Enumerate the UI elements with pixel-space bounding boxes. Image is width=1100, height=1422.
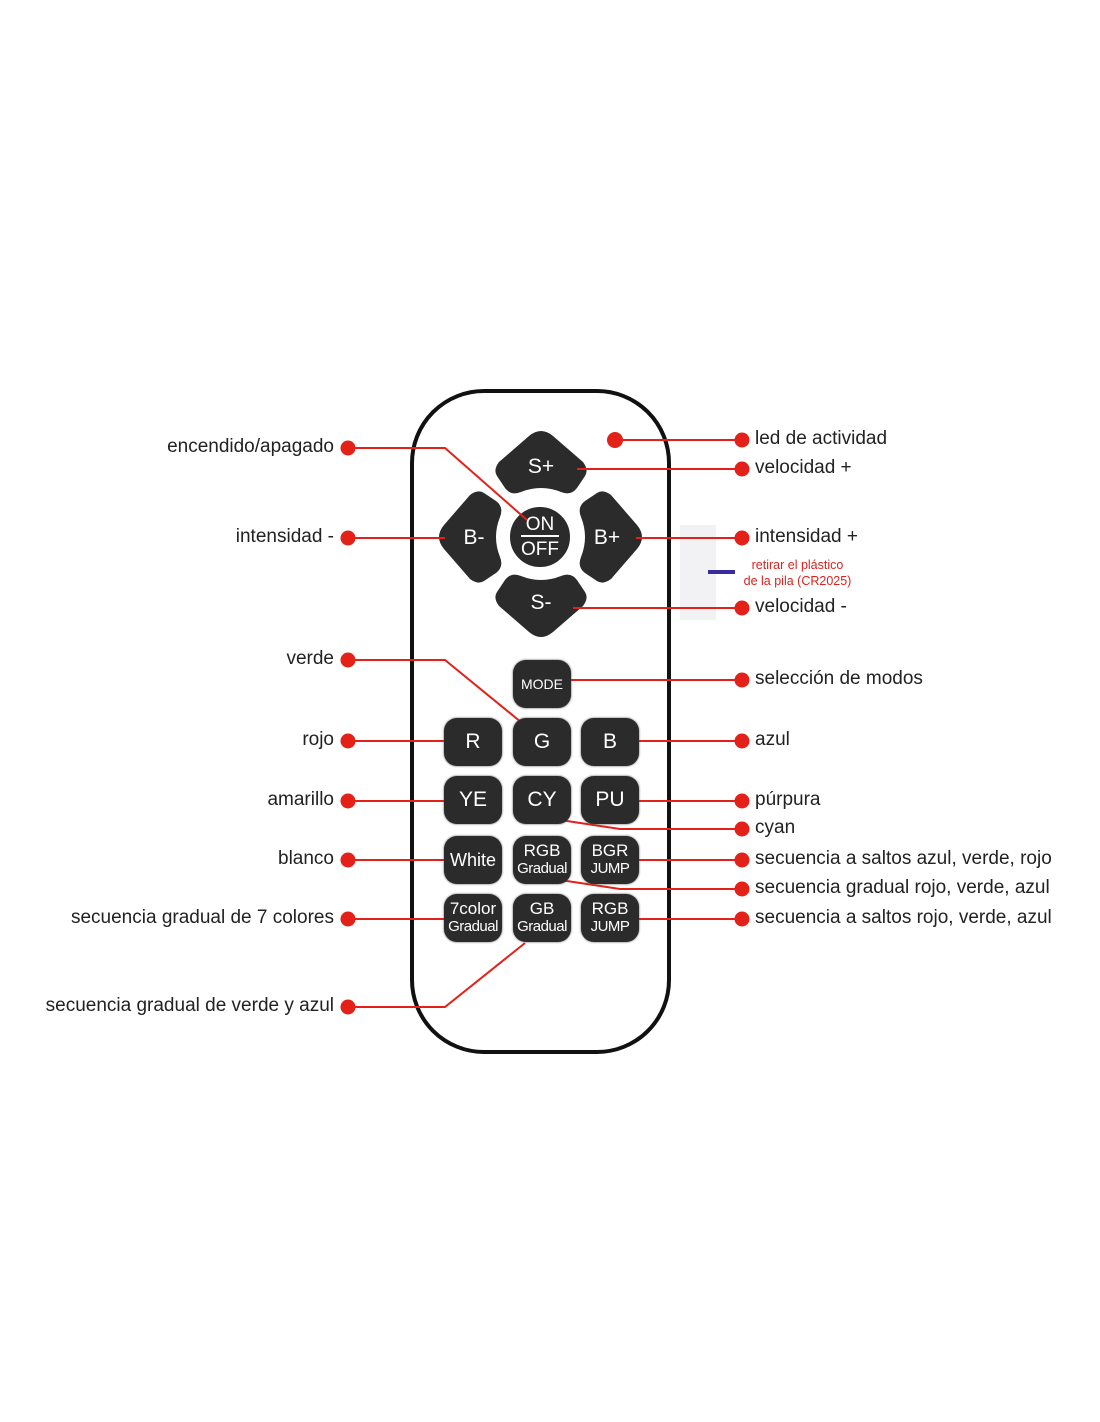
button-label: White bbox=[449, 850, 496, 870]
white-button[interactable]: White bbox=[444, 836, 502, 884]
callout-label-right: secuencia a saltos rojo, verde, azul bbox=[755, 907, 1052, 928]
mode-button[interactable]: MODE bbox=[513, 660, 571, 708]
callout-label-right: led de actividad bbox=[755, 428, 888, 449]
button-label: GB bbox=[529, 899, 555, 918]
s-minus-button[interactable] bbox=[495, 574, 587, 637]
b-minus-button-label: B- bbox=[464, 526, 485, 549]
button-label: R bbox=[465, 730, 481, 753]
button-label: G bbox=[533, 730, 551, 753]
callout-label-left: encendido/apagado bbox=[167, 436, 334, 457]
callout-label-right: selección de modos bbox=[755, 668, 923, 689]
button-label: YE bbox=[458, 788, 487, 811]
callout-label-left: secuencia gradual de verde y azul bbox=[45, 995, 334, 1016]
leader-line bbox=[348, 447, 528, 521]
button-label: JUMP bbox=[590, 918, 630, 935]
r-button[interactable]: R bbox=[444, 718, 502, 766]
battery-note-line1: retirar el plástico bbox=[751, 558, 844, 572]
callout-label-left: blanco bbox=[278, 848, 334, 869]
callout-label-right: velocidad + bbox=[755, 457, 852, 478]
callout-label-left: intensidad - bbox=[235, 526, 334, 547]
cy-button[interactable]: CY bbox=[513, 776, 571, 824]
button-label: Gradual bbox=[517, 918, 567, 935]
g-button[interactable]: G bbox=[513, 718, 571, 766]
battery-note-line2: de la pila (CR2025) bbox=[743, 574, 852, 588]
callout-dot bbox=[734, 733, 750, 749]
b-plus-button[interactable] bbox=[579, 491, 642, 583]
button-label: Gradual bbox=[448, 918, 498, 935]
callout-dot bbox=[340, 652, 356, 668]
on-off-on-text: ON bbox=[526, 514, 555, 535]
callout-label-right: azul bbox=[755, 729, 790, 750]
leader-line bbox=[348, 659, 528, 728]
callout-dot bbox=[734, 461, 750, 477]
callout-dot bbox=[734, 852, 750, 868]
b-plus-button-label: B+ bbox=[594, 526, 620, 549]
leader-line bbox=[546, 877, 742, 890]
callout-dot bbox=[734, 793, 750, 809]
callout-dot bbox=[340, 911, 356, 927]
callout-label-left: secuencia gradual de 7 colores bbox=[70, 907, 334, 928]
callout-dot bbox=[734, 672, 750, 688]
button-label: JUMP bbox=[590, 860, 630, 877]
callout-dot bbox=[340, 793, 356, 809]
s-minus-button-label: S- bbox=[531, 591, 552, 614]
callout-dot bbox=[340, 999, 356, 1015]
button-label: BGR bbox=[591, 841, 629, 860]
callout-dot bbox=[734, 881, 750, 897]
button-label: RGB bbox=[591, 899, 629, 918]
button-label: Gradual bbox=[517, 860, 567, 877]
pu-button[interactable]: PU bbox=[581, 776, 639, 824]
s-plus-button[interactable] bbox=[495, 431, 587, 494]
callout-label-left: amarillo bbox=[267, 789, 334, 810]
callout-label-right: púrpura bbox=[755, 789, 821, 810]
callout-dot bbox=[734, 821, 750, 837]
button-label: PU bbox=[595, 788, 625, 811]
callout-label-right: secuencia gradual rojo, verde, azul bbox=[755, 877, 1050, 898]
callout-label-left: rojo bbox=[302, 729, 334, 750]
callout-label-left: verde bbox=[286, 648, 334, 669]
button-label: MODE bbox=[521, 676, 563, 692]
callout-dot bbox=[340, 530, 356, 546]
callout-dot bbox=[340, 852, 356, 868]
callout-dot bbox=[734, 432, 750, 448]
callout-dot bbox=[340, 733, 356, 749]
callout-dot bbox=[340, 440, 356, 456]
callout-label-right: cyan bbox=[755, 817, 796, 838]
callout-label-right: velocidad - bbox=[755, 596, 847, 617]
ye-button[interactable]: YE bbox=[444, 776, 502, 824]
battery-plastic-tab bbox=[708, 570, 735, 574]
leader-line bbox=[546, 817, 742, 830]
leader-line bbox=[348, 942, 526, 1008]
callout-dot bbox=[734, 530, 750, 546]
button-label: B bbox=[602, 730, 617, 753]
b-minus-button[interactable] bbox=[439, 491, 502, 583]
button-label: CY bbox=[527, 788, 557, 811]
callout-label-right: secuencia a saltos azul, verde, rojo bbox=[755, 848, 1052, 869]
callout-dot bbox=[734, 911, 750, 927]
callout-dot bbox=[734, 600, 750, 616]
on-off-off-text: OFF bbox=[521, 539, 559, 560]
callout-label-right: intensidad + bbox=[755, 526, 858, 547]
button-label: 7color bbox=[449, 899, 497, 918]
s-plus-button-label: S+ bbox=[528, 455, 554, 478]
button-label: RGB bbox=[523, 841, 561, 860]
b-button[interactable]: B bbox=[581, 718, 639, 766]
